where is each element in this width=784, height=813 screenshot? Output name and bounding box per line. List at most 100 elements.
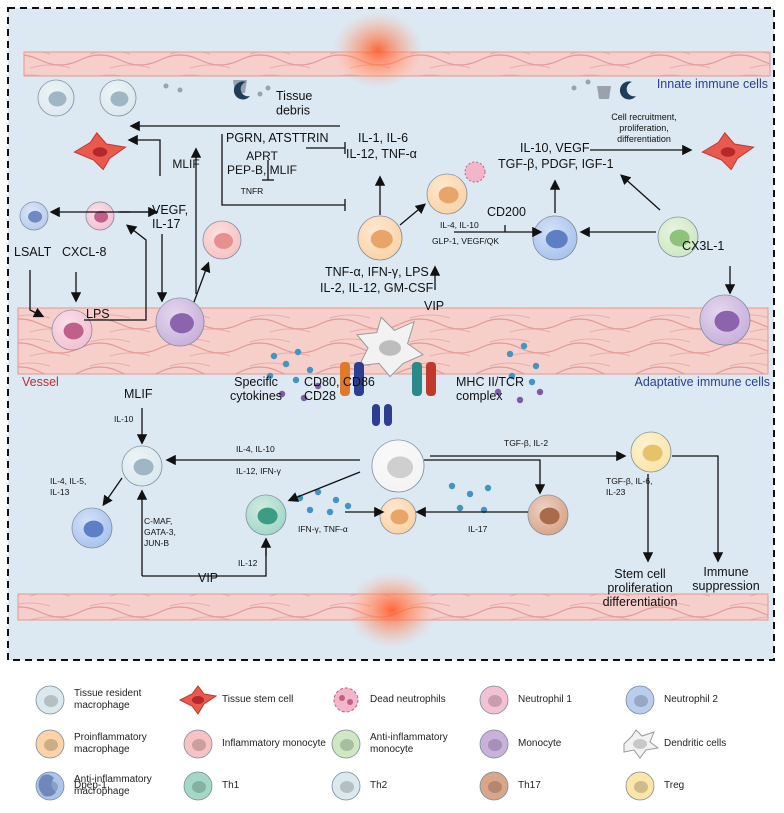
label-innate_labels-il2_il12: IL-2, IL-12, GM-CSF — [320, 281, 434, 295]
debris-particle — [257, 91, 263, 97]
proinflammatory-macrophage-adaptive — [379, 497, 417, 535]
legend-label: Neutrophil 2 — [664, 694, 718, 705]
label-adaptive_labels-il17: IL-17 — [468, 524, 488, 534]
legend-item-anti-inflammatory-monocyte: Anti-inflammatory monocyte — [326, 728, 474, 760]
legend-item-neutrophil-2: Neutrophil 2 — [620, 684, 768, 716]
debris-particle — [571, 85, 577, 91]
cytokine-dot — [266, 372, 274, 380]
dendritic-cell — [356, 316, 425, 378]
dead-neutrophils-icon — [333, 687, 359, 713]
neutrophil-1-icon — [479, 685, 509, 715]
label-innate_labels-lps: LPS — [86, 307, 110, 321]
arrow-mono-to-infm — [193, 261, 211, 303]
label-innate_labels-aprt: APRT — [246, 149, 278, 163]
vessel-title: Vessel — [22, 375, 59, 389]
label-innate_labels-lsalt: LSALT — [14, 245, 52, 259]
th17-cell — [527, 494, 569, 536]
legend-label: Inflammatory monocyte — [222, 738, 326, 749]
cytokine-dot — [292, 376, 300, 384]
arrow-layer — [29, 120, 736, 577]
cytokine-dot — [300, 394, 308, 402]
arrow-il12-ifn — [287, 471, 361, 502]
neutrophil-2-icon — [625, 685, 655, 715]
legend-item-treg: Treg — [620, 770, 768, 802]
proinflammatory-macrophage-phagocytic — [426, 173, 468, 215]
label-innate_labels-vegf_il17: VEGF,IL-17 — [152, 203, 188, 231]
arrow-anti-to-tgf — [620, 174, 661, 211]
label-innate_labels-il10_vegf: IL-10, VEGF — [520, 141, 590, 155]
tissue-resident-macrophage-cell — [37, 79, 75, 117]
neutrophil-2-cell — [19, 201, 49, 231]
arrow-lsalt — [29, 270, 45, 318]
th1-icon — [183, 771, 213, 801]
proinflammatory-macrophage-cell — [357, 215, 403, 261]
cytokine-dot — [508, 372, 516, 380]
cytokine-dot — [536, 388, 544, 396]
dead-neutrophil — [464, 161, 486, 183]
label-innate_labels-tnfr: TNFR — [241, 186, 264, 196]
cytokine-dot — [332, 496, 340, 504]
th1-cell — [245, 494, 287, 536]
arrow-lps — [84, 224, 147, 321]
debris-dark — [233, 81, 250, 100]
legend-item-th1: Th1 — [178, 770, 326, 802]
adaptive-title: Adaptative immune cells — [635, 375, 770, 389]
label-innate_labels-pgrn: PGRN, ATSTTRIN — [226, 131, 329, 145]
cytokine-dot — [306, 506, 314, 514]
legend-label: Th2 — [370, 780, 388, 791]
label-innate_labels-il4_il10: IL-4, IL-10 — [440, 220, 479, 230]
debris-dark — [619, 81, 636, 100]
cell-layer — [19, 79, 755, 549]
legend-item-neutrophil-1: Neutrophil 1 — [474, 684, 622, 716]
cytokine-dot — [344, 502, 352, 510]
monocyte-icon — [479, 729, 509, 759]
inflammatory-monocyte-icon — [183, 729, 213, 759]
label-innate_labels-il1: IL-1, IL-6 — [358, 131, 408, 145]
label-adaptive_labels-il12_ifn: IL-12, IFN-γ — [236, 466, 282, 476]
cytokine-dot — [314, 488, 322, 496]
cytokine-dot — [278, 390, 286, 398]
dpep-1-icon — [38, 774, 56, 797]
legend-item-tissue-stem-cell: Tissue stem cell — [178, 684, 326, 716]
legend-label: Monocyte — [518, 738, 562, 749]
inhibit-aprt — [221, 134, 345, 206]
cytokine-dot — [326, 508, 334, 516]
label-innate_labels-tnf_ifn: TNF-α, IFN-γ, LPS — [325, 265, 429, 279]
debris-particle — [163, 83, 169, 89]
cytokine-dot — [306, 366, 314, 374]
debris-particle — [265, 85, 271, 91]
arrow-to-th17 — [424, 459, 546, 495]
label-adaptive_labels-mlif: MLIF — [124, 387, 153, 401]
cytokine-dot — [270, 352, 278, 360]
cytokine-dot — [528, 378, 536, 386]
debris-particle — [585, 79, 591, 85]
label-adaptive_labels-cmaf: C-MAF,GATA-3,JUN-B — [144, 516, 176, 548]
anti-inflammatory-macrophage-cell — [532, 215, 578, 261]
label-innate_labels-cxcl8: CXCL-8 — [62, 245, 107, 259]
dendritic-cells-icon — [623, 729, 660, 759]
th17-icon — [479, 771, 509, 801]
cytokine-dot — [484, 484, 492, 492]
label-adaptive_labels-tgf_il2: TGF-β, IL-2 — [504, 438, 548, 448]
legend-label: Anti-inflammatory monocyte — [370, 732, 448, 755]
debris-fragment — [597, 86, 611, 99]
legend-item-dendritic-cells: Dendritic cells — [620, 728, 768, 760]
inflammatory-monocyte-cell — [202, 220, 242, 260]
legend-label: Proinflammatory macrophage — [74, 732, 147, 755]
neutrophil-1-cell — [85, 201, 115, 231]
label-innate_labels-pepb: PEP-B, MLIF — [227, 163, 297, 177]
treg-icon — [625, 771, 655, 801]
legend-label: Tissue resident macrophage — [74, 688, 142, 711]
legend-label: Treg — [664, 780, 685, 791]
legend-item-proinflammatory-macrophage: Proinflammatory macrophage — [30, 728, 178, 760]
legend-label: Neutrophil 1 — [518, 694, 572, 705]
label-adaptive_labels-il4_il10: IL-4, IL-10 — [236, 444, 275, 454]
legend-item-th2: Th2 — [326, 770, 474, 802]
th2-icon — [331, 771, 361, 801]
